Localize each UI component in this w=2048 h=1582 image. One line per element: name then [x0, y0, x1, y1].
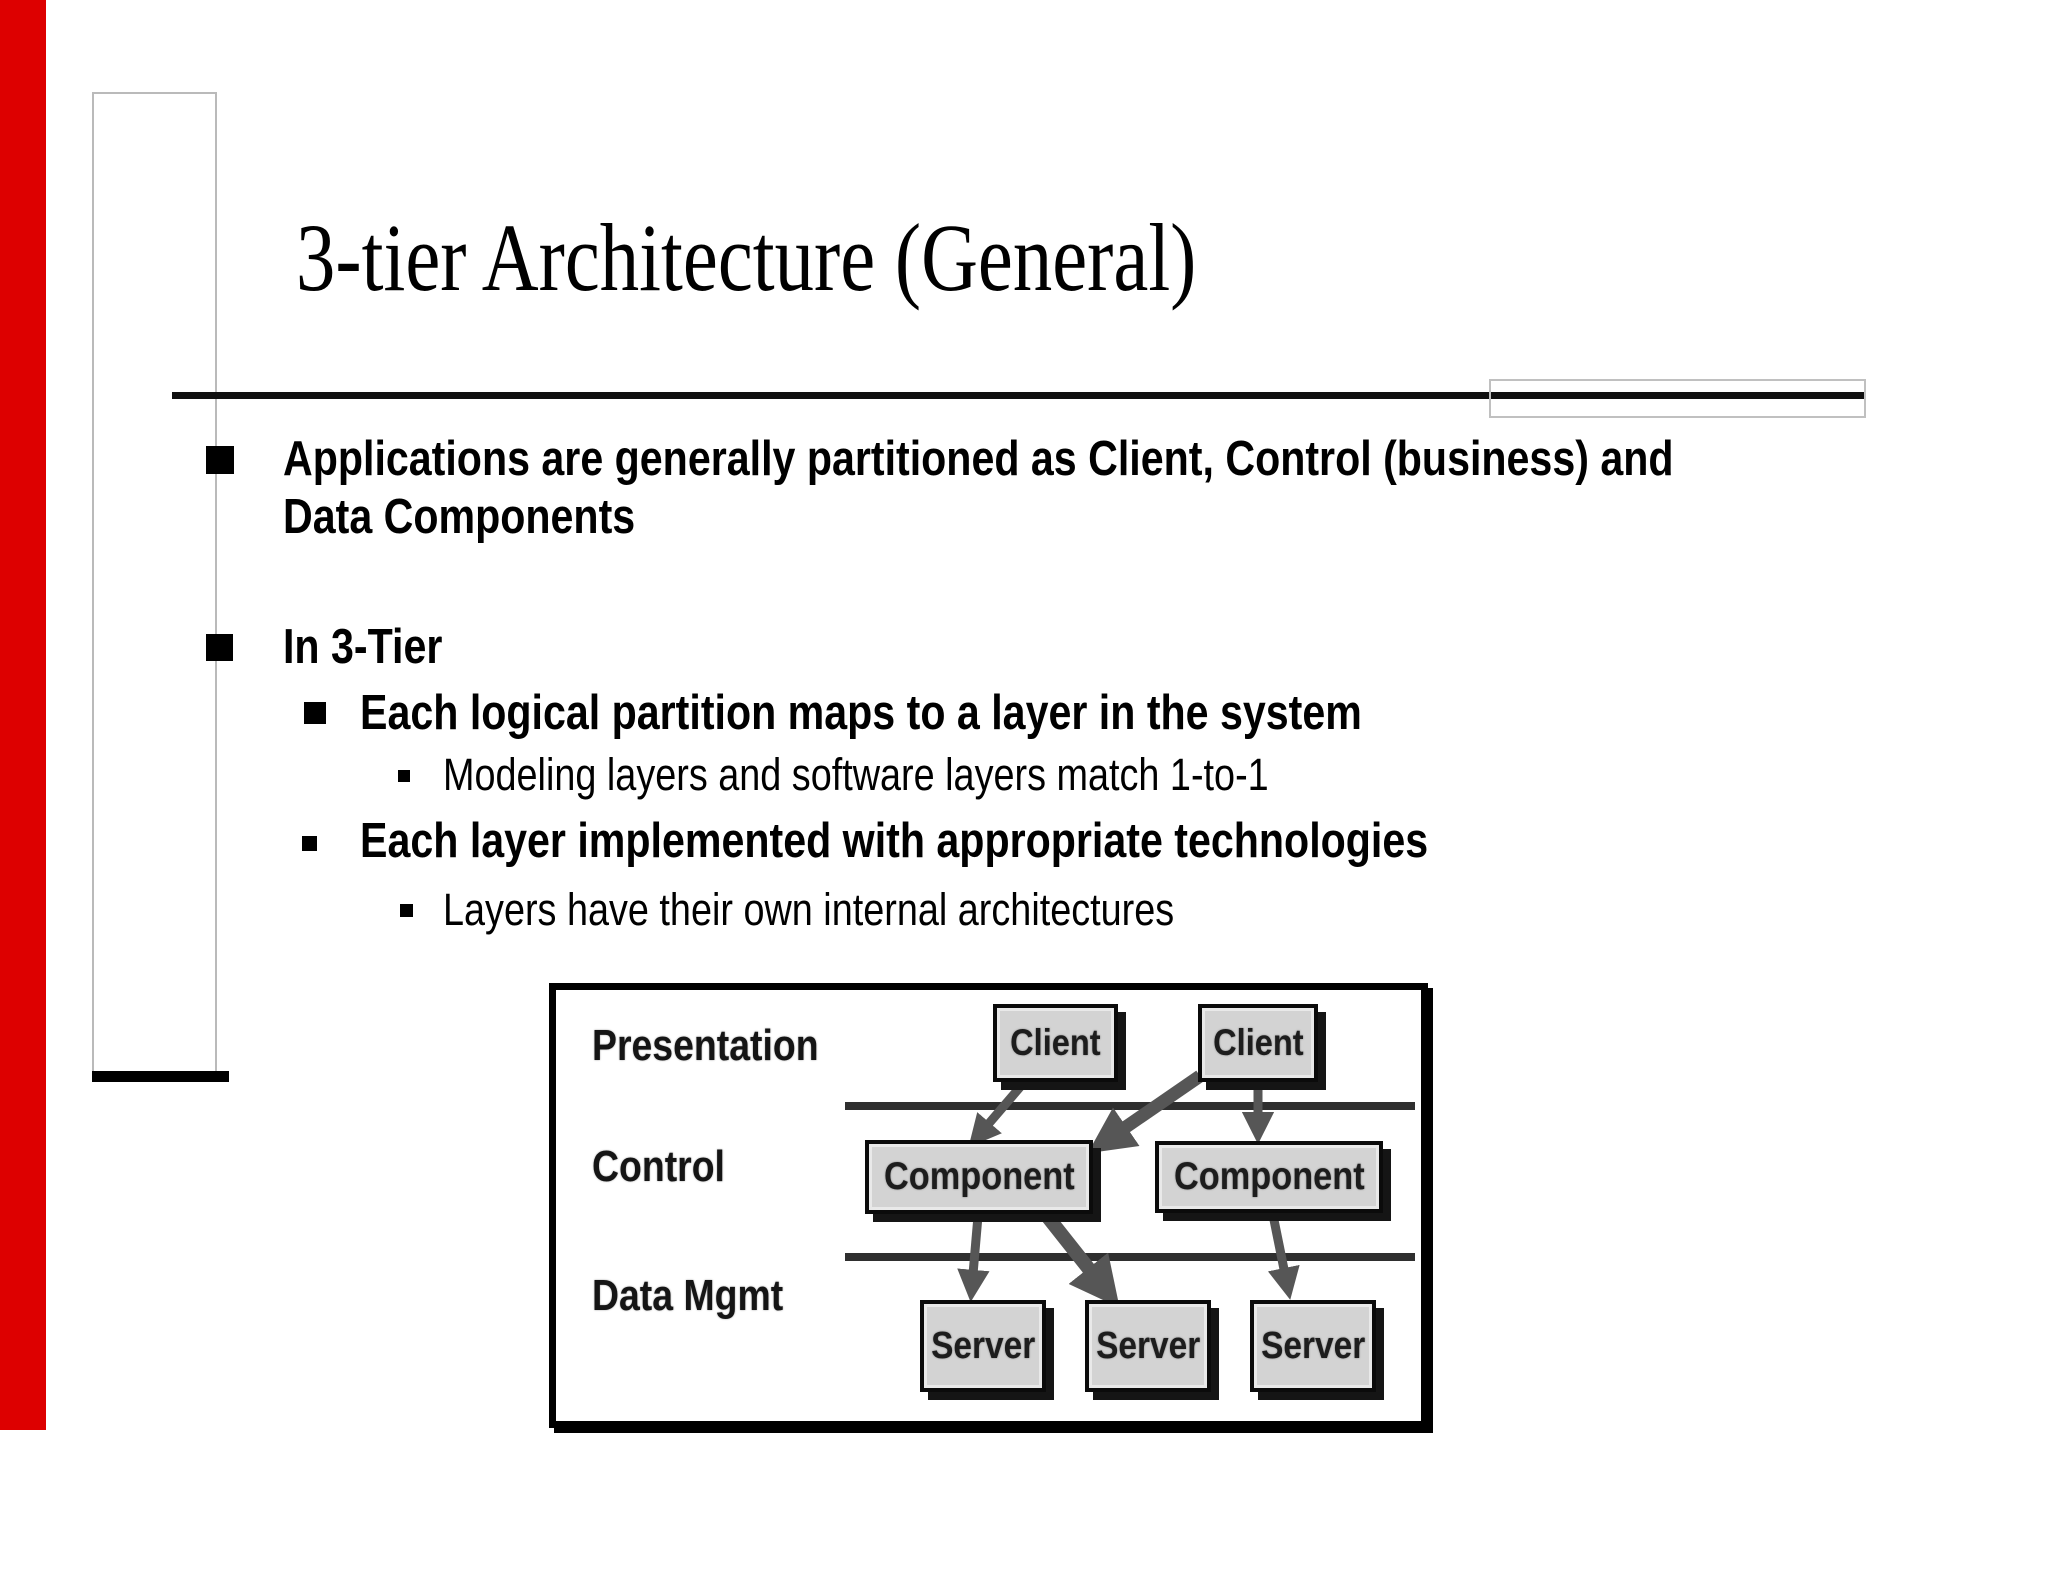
- server-box-3: Server: [1250, 1300, 1376, 1392]
- bullet-text-line: Each logical partition maps to a layer i…: [360, 686, 1362, 740]
- left-frame-rectangle: [92, 92, 217, 1073]
- bullet-square-level3: [400, 904, 413, 917]
- left-frame-bottom-bar: [92, 1071, 229, 1082]
- tier-separator-line: [845, 1102, 1415, 1110]
- component-box-2-label: Component: [1173, 1155, 1365, 1198]
- bullet-square-level1: [206, 634, 233, 661]
- server-box-2: Server: [1085, 1300, 1211, 1392]
- arrow-client1-to-component1: [968, 1076, 1031, 1148]
- bullet-text-line: Modeling layers and software layers matc…: [443, 749, 1269, 800]
- tier-label-data-mgmt: Data Mgmt: [592, 1271, 784, 1320]
- component-box-1-label: Component: [883, 1155, 1075, 1198]
- client-box-1-label: Client: [1010, 1022, 1101, 1063]
- arrow-component2-to-server3: [1267, 1214, 1300, 1300]
- bullet-square-level1: [206, 446, 234, 474]
- bullet-text-line: In 3-Tier: [283, 620, 443, 674]
- bullet-text-line: Each layer implemented with appropriate …: [360, 814, 1429, 868]
- title-underline-rule: [172, 392, 1864, 399]
- arrow-component1-to-server2: [1041, 1211, 1120, 1308]
- component-box-2: Component: [1155, 1141, 1383, 1213]
- bullet-square-level2: [304, 702, 326, 724]
- arrow-component1-to-server1: [957, 1215, 990, 1303]
- server-box-1: Server: [920, 1300, 1046, 1392]
- bullet-text-line: Data Components: [283, 490, 636, 544]
- bullet-square-level3: [398, 770, 410, 782]
- tier-label-control: Control: [592, 1142, 725, 1191]
- bullet-text-line: Layers have their own internal architect…: [443, 884, 1175, 935]
- arrow-client2-to-component1: [1087, 1070, 1204, 1154]
- server-box-1-label: Server: [930, 1324, 1036, 1367]
- server-box-2-label: Server: [1095, 1324, 1201, 1367]
- page-title: 3-tier Architecture (General): [296, 204, 1197, 311]
- three-tier-diagram: Presentation Control Data Mgmt Client Cl…: [549, 983, 1428, 1428]
- tier-separator-line: [845, 1253, 1415, 1261]
- client-box-2-label: Client: [1212, 1022, 1304, 1063]
- bullet-square-level2: [302, 836, 317, 851]
- tier-label-presentation: Presentation: [592, 1021, 819, 1070]
- diagram-arrows: [957, 1070, 1300, 1308]
- client-box-1: Client: [993, 1004, 1118, 1082]
- component-box-1: Component: [865, 1140, 1093, 1214]
- bullet-text-line: Applications are generally partitioned a…: [283, 432, 1674, 486]
- red-accent-bar: [0, 0, 46, 1430]
- title-rule-end-rectangle: [1489, 379, 1866, 418]
- client-box-2: Client: [1198, 1004, 1318, 1082]
- server-box-3-label: Server: [1260, 1324, 1366, 1367]
